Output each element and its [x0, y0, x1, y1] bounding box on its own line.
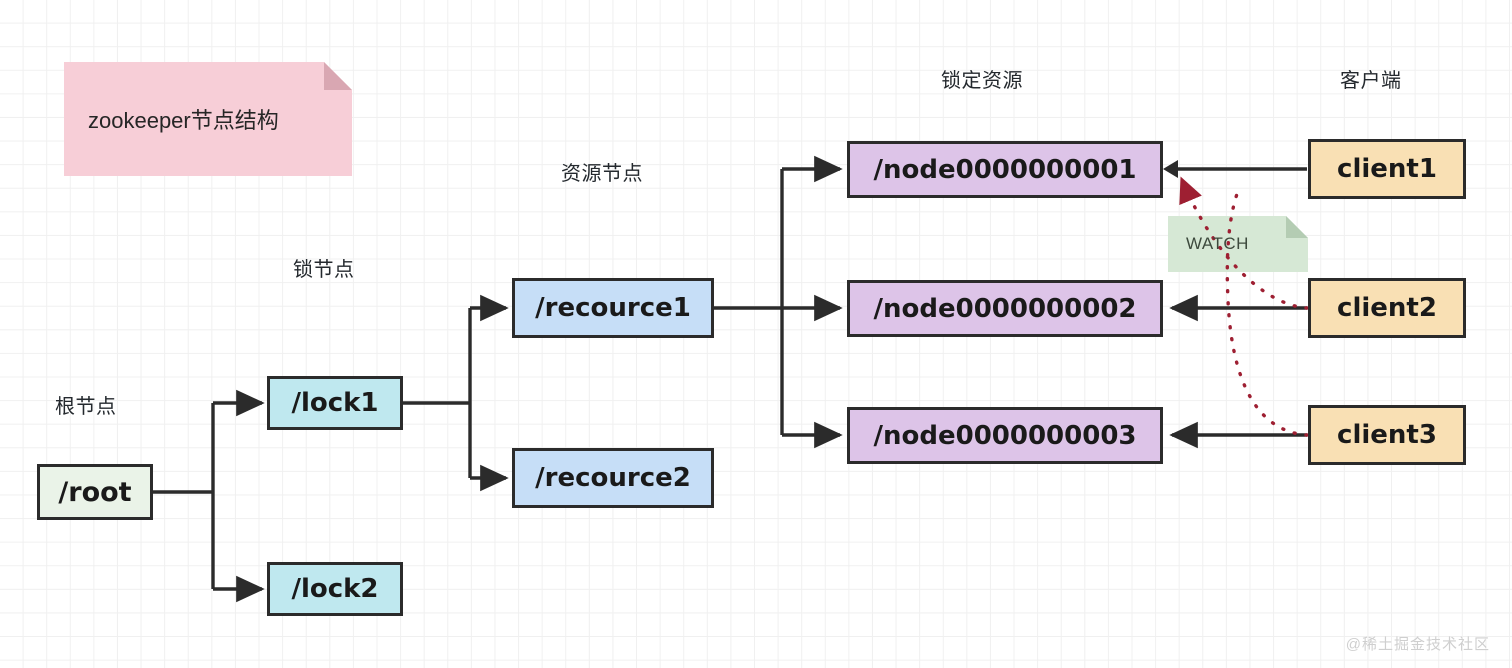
title-note-fold-icon: [324, 62, 352, 90]
label-locked-resource: 锁定资源: [941, 70, 1023, 92]
node-lock2[interactable]: /lock2: [267, 562, 403, 616]
label-resource-node: 资源节点: [561, 163, 643, 185]
watch-note-text: WATCH: [1186, 234, 1249, 253]
node-root[interactable]: /root: [37, 464, 153, 520]
node-znode2[interactable]: /node0000000002: [847, 280, 1163, 337]
watch-note: WATCH: [1168, 216, 1308, 272]
node-lock1[interactable]: /lock1: [267, 376, 403, 430]
node-recource1[interactable]: /recource1: [512, 278, 714, 338]
label-client: 客户端: [1340, 70, 1402, 92]
arrowhead-client1-znode1: [1163, 160, 1178, 178]
node-znode3[interactable]: /node0000000003: [847, 407, 1163, 464]
node-recource2[interactable]: /recource2: [512, 448, 714, 508]
node-client2[interactable]: client2: [1308, 278, 1466, 338]
node-client3[interactable]: client3: [1308, 405, 1466, 465]
node-client1[interactable]: client1: [1308, 139, 1466, 199]
label-lock-node: 锁节点: [293, 259, 355, 281]
node-znode1[interactable]: /node0000000001: [847, 141, 1163, 198]
watch-note-fold-icon: [1286, 216, 1308, 238]
title-note-body: [64, 62, 352, 176]
watermark: @稀土掘金技术社区: [1345, 636, 1490, 653]
title-note: zookeeper节点结构: [64, 62, 352, 176]
label-root-node: 根节点: [55, 396, 117, 418]
title-note-text: zookeeper节点结构: [88, 108, 279, 133]
